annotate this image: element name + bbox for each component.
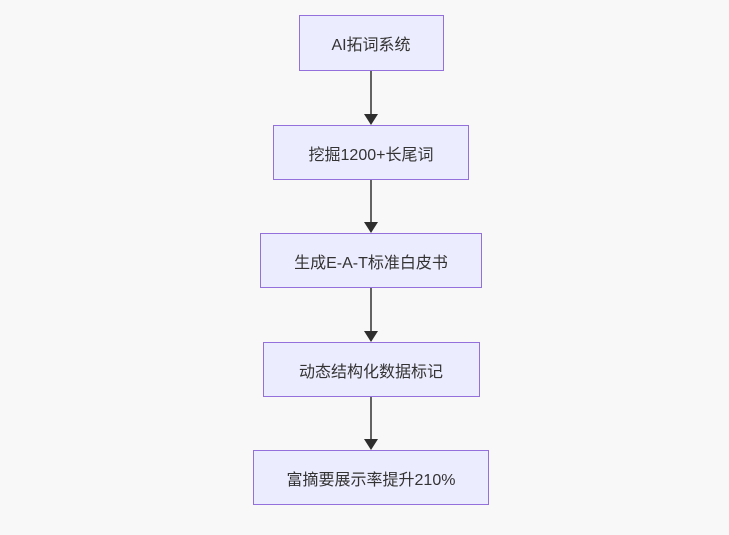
flow-connector-1: [364, 71, 378, 125]
flow-connector-4: [364, 397, 378, 450]
arrow-down-icon: [364, 331, 378, 342]
arrow-line: [370, 397, 372, 439]
arrow-down-icon: [364, 222, 378, 233]
flow-connector-2: [364, 180, 378, 233]
arrow-down-icon: [364, 439, 378, 450]
arrow-line: [370, 71, 372, 114]
flow-node-label: 富摘要展示率提升210%: [286, 471, 456, 489]
arrow-line: [370, 288, 372, 331]
flow-connector-3: [364, 288, 378, 342]
flow-node-rich-snippet-result: 富摘要展示率提升210%: [253, 450, 489, 505]
flow-node-label: AI拓词系统: [331, 37, 411, 54]
arrow-line: [370, 180, 372, 222]
flow-node-label: 动态结构化数据标记: [298, 363, 443, 381]
arrow-down-icon: [364, 114, 378, 125]
flow-node-longtail-mining: 挖掘1200+长尾词: [273, 125, 469, 180]
flowchart: AI拓词系统 挖掘1200+长尾词 生成E-A-T标准白皮书 动态结构化数据标记: [253, 15, 489, 505]
flow-node-label: 生成E-A-T标准白皮书: [294, 254, 448, 272]
flow-node-eat-whitepaper: 生成E-A-T标准白皮书: [260, 233, 482, 288]
flow-node-ai-word-expansion: AI拓词系统: [298, 15, 444, 71]
flow-node-structured-data-markup: 动态结构化数据标记: [262, 342, 480, 397]
flow-node-label: 挖掘1200+长尾词: [308, 146, 434, 164]
